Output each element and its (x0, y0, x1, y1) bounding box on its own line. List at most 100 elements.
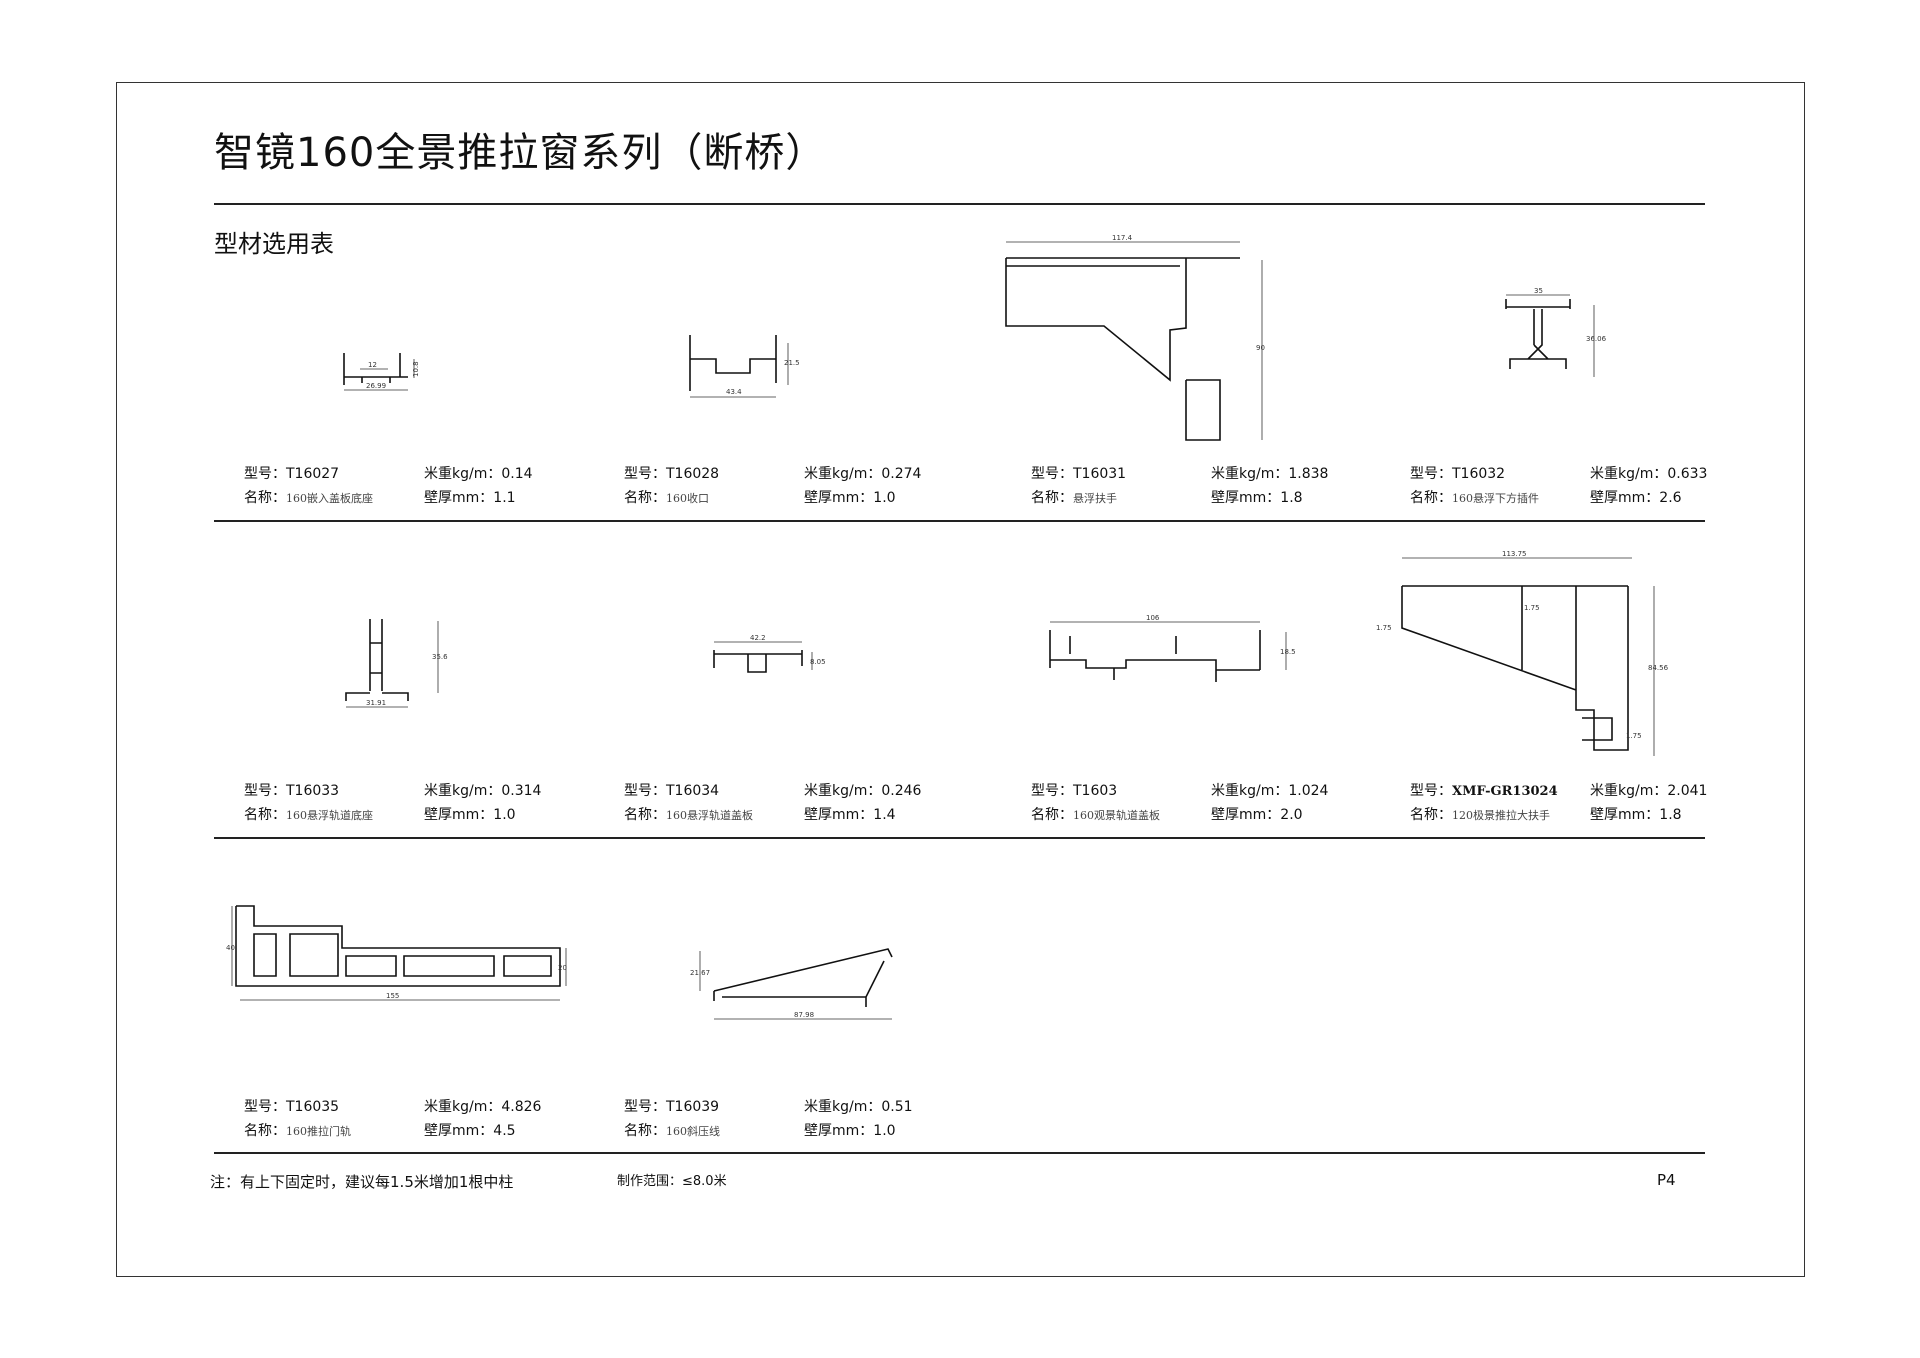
name-row: 名称：160观景轨道盖板 (1031, 803, 1160, 828)
model-row: 型号：T16033 (244, 779, 339, 803)
name-label: 名称： (1410, 490, 1452, 506)
model-value: T16028 (666, 466, 720, 482)
weight-value: 0.274 (881, 466, 922, 482)
thickness-row: 壁厚mm：1.0 (424, 803, 516, 827)
name-label: 名称： (624, 490, 666, 506)
page-number: P4 (1657, 1171, 1676, 1189)
thickness-label: 壁厚mm： (424, 490, 494, 506)
model-value: T16035 (286, 1099, 340, 1115)
model-row: 型号：T16028 (624, 462, 719, 486)
dim-thickness-bottom: 1.75 (1626, 732, 1642, 740)
model-label: 型号： (1410, 783, 1452, 799)
dim-height: 8.05 (810, 658, 826, 666)
dim-height: 35.6 (432, 653, 448, 661)
name-value: 160斜压线 (666, 1125, 720, 1138)
model-value: T16033 (286, 783, 340, 799)
profile-drawing-t16032: 35 36.06 (1505, 287, 1607, 377)
thickness-label: 壁厚mm： (424, 807, 494, 823)
name-label: 名称： (624, 807, 666, 823)
thickness-value: 2.6 (1659, 490, 1682, 506)
dim-thickness-mid: 1.75 (1524, 604, 1540, 612)
model-value: T16032 (1452, 466, 1506, 482)
weight-row: 米重kg/m：0.51 (804, 1095, 913, 1119)
weight-value: 4.826 (501, 1099, 542, 1115)
weight-row: 米重kg/m：1.024 (1211, 779, 1328, 803)
thickness-label: 壁厚mm： (804, 490, 874, 506)
weight-row: 米重kg/m：0.633 (1590, 462, 1707, 486)
dim-height: 21.5 (784, 359, 800, 367)
name-value: 160悬浮轨道盖板 (666, 809, 753, 822)
thickness-value: 1.8 (1659, 807, 1682, 823)
model-label: 型号： (624, 466, 666, 482)
dim-height: 40 (226, 944, 235, 952)
row-divider (214, 837, 1705, 839)
page-frame (116, 82, 1805, 1277)
name-value: 悬浮扶手 (1073, 492, 1117, 505)
name-row: 名称：160悬浮轨道底座 (244, 803, 373, 828)
name-label: 名称： (244, 807, 286, 823)
weight-label: 米重kg/m： (804, 1099, 882, 1115)
name-label: 名称： (1031, 807, 1073, 823)
weight-label: 米重kg/m： (804, 466, 882, 482)
profile-drawing-t16034: 42.2 8.05 (713, 634, 826, 673)
production-range: 制作范围：≤8.0米 (617, 1174, 727, 1189)
name-label: 名称： (1410, 807, 1452, 823)
footer-note: 注：有上下固定时，建议每1.5米增加1根中柱 (210, 1173, 514, 1191)
model-row: 型号：T16035 (244, 1095, 339, 1119)
row-divider (214, 520, 1705, 522)
name-value: 120极景推拉大扶手 (1452, 809, 1550, 822)
thickness-label: 壁厚mm： (1211, 807, 1281, 823)
thickness-row: 壁厚mm：1.8 (1211, 486, 1303, 510)
model-row: 型号：T16039 (624, 1095, 719, 1119)
thickness-value: 1.8 (1280, 490, 1303, 506)
name-label: 名称： (624, 1123, 666, 1139)
name-label: 名称： (244, 1123, 286, 1139)
model-label: 型号： (1031, 783, 1073, 799)
weight-value: 0.633 (1667, 466, 1708, 482)
row-divider (214, 1152, 1705, 1154)
model-row: 型号：T16031 (1031, 462, 1126, 486)
weight-row: 米重kg/m：2.041 (1590, 779, 1707, 803)
thickness-row: 壁厚mm：2.6 (1590, 486, 1682, 510)
name-row: 名称：160悬浮下方插件 (1410, 486, 1539, 511)
model-value: T16027 (286, 466, 340, 482)
name-value: 160收口 (666, 492, 709, 505)
weight-label: 米重kg/m： (1590, 466, 1668, 482)
weight-value: 0.314 (501, 783, 542, 799)
name-row: 名称：160斜压线 (624, 1119, 720, 1144)
thickness-value: 1.0 (873, 1123, 896, 1139)
thickness-label: 壁厚mm： (424, 1123, 494, 1139)
dim-width: 43.4 (726, 388, 742, 396)
model-row: 型号：T16034 (624, 779, 719, 803)
thickness-row: 壁厚mm：2.0 (1211, 803, 1303, 827)
dim-width: 155 (386, 992, 399, 1000)
dim-width: 113.75 (1502, 550, 1527, 558)
dim-width: 87.98 (794, 1011, 814, 1019)
weight-value: 2.041 (1667, 783, 1708, 799)
weight-row: 米重kg/m：1.838 (1211, 462, 1328, 486)
profile-drawing-t16027: 26.99 12 10.8 (343, 353, 420, 391)
weight-value: 0.246 (881, 783, 922, 799)
profile-drawing-t16028: 43.4 21.5 (689, 335, 800, 398)
thickness-value: 1.1 (493, 490, 516, 506)
dim-height: 36.06 (1586, 335, 1607, 343)
thickness-row: 壁厚mm：4.5 (424, 1119, 516, 1143)
dim-height: 21.67 (690, 969, 710, 977)
thickness-value: 1.4 (873, 807, 896, 823)
weight-label: 米重kg/m： (424, 466, 502, 482)
name-row: 名称：160嵌入盖板底座 (244, 486, 373, 511)
name-value: 160观景轨道盖板 (1073, 809, 1160, 822)
weight-row: 米重kg/m：4.826 (424, 1095, 541, 1119)
name-value: 160推拉门轨 (286, 1125, 351, 1138)
model-value: T16031 (1073, 466, 1127, 482)
name-row: 名称：160收口 (624, 486, 709, 511)
dim-width: 106 (1146, 614, 1160, 622)
dim-height: 18.5 (1280, 648, 1296, 656)
section-subtitle: 型材选用表 (214, 230, 334, 258)
model-value: T1603 (1073, 783, 1118, 799)
thickness-value: 4.5 (493, 1123, 516, 1139)
weight-label: 米重kg/m： (804, 783, 882, 799)
name-label: 名称： (1031, 490, 1073, 506)
thickness-value: 1.0 (873, 490, 896, 506)
name-value: 160嵌入盖板底座 (286, 492, 373, 505)
